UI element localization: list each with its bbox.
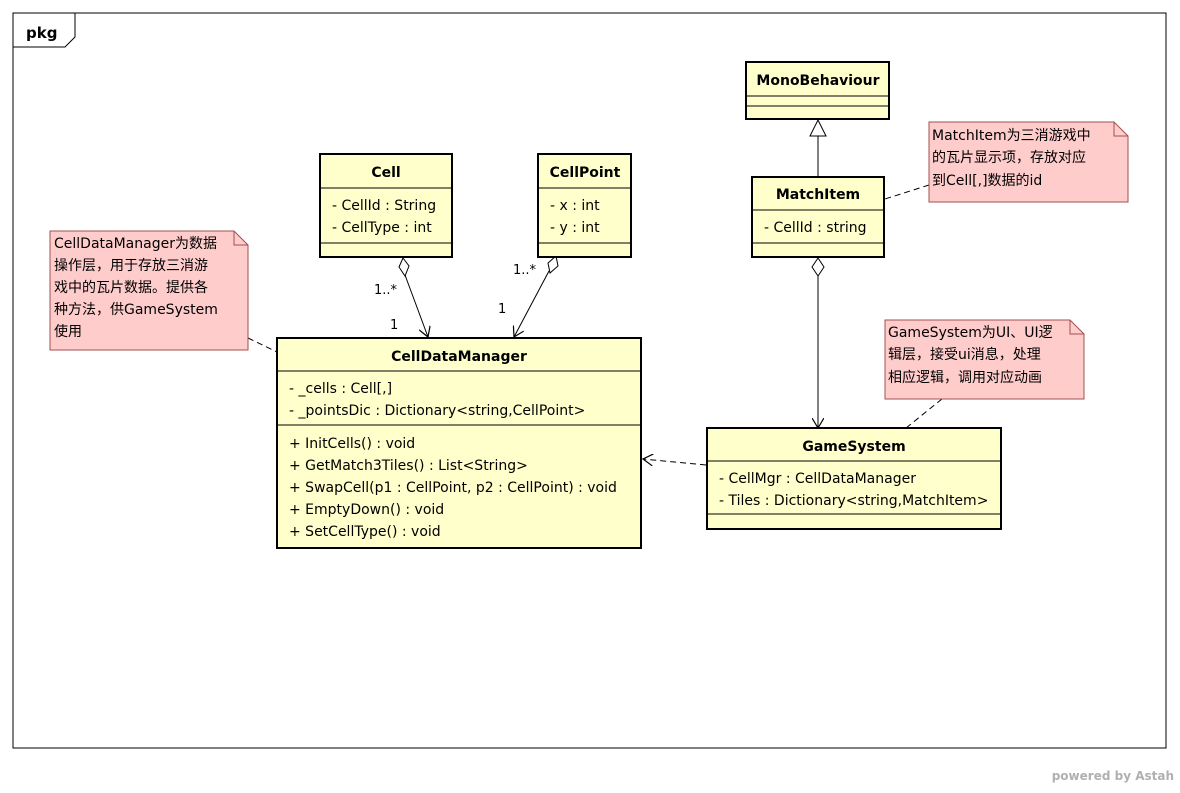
aggregation-diamond [811, 257, 825, 277]
matchitem-aggregation [811, 257, 825, 428]
class-name: CellDataManager [391, 349, 527, 365]
multiplicity-cell-one: 1 [390, 318, 398, 333]
multiplicities: 1..* 1 1..* 1 [374, 263, 537, 333]
note-line: CellDataManager为数据 [54, 236, 217, 252]
note-line: 种方法，供GameSystem [54, 302, 218, 318]
class-operation: + EmptyDown() : void [289, 502, 444, 518]
note-anchor-gamesystem [905, 398, 943, 429]
class-attribute: - CellId : String [332, 198, 436, 214]
class-name: Cell [371, 165, 400, 181]
aggregation-diamond [547, 255, 559, 274]
note-line: MatchItem为三消游戏中 [932, 128, 1091, 144]
class-name: MatchItem [776, 187, 860, 203]
note-anchor-matchitem [884, 184, 930, 200]
note-line: 戏中的瓦片数据。提供各 [54, 280, 208, 296]
aggregation-diamond [398, 257, 410, 278]
class-attribute: - CellId : string [764, 220, 867, 236]
class-attribute: - y : int [550, 220, 600, 236]
note-celldatamanager[interactable]: CellDataManager为数据 操作层，用于存放三消游 戏中的瓦片数据。提… [49, 230, 249, 351]
class-operation: + SetCellType() : void [289, 524, 441, 540]
class-gamesystem[interactable]: GameSystem - CellMgr : CellDataManager -… [706, 427, 1002, 530]
class-monobehaviour[interactable]: MonoBehaviour [745, 61, 890, 120]
cell-aggregation [398, 257, 428, 337]
note-line: 辑层，接受ui消息，处理 [888, 346, 1041, 363]
class-celldatamanager[interactable]: CellDataManager - _cells : Cell[,] - _po… [276, 337, 642, 549]
multiplicity-cellpoint-one: 1 [498, 302, 506, 317]
class-operation: + GetMatch3Tiles() : List<String> [289, 458, 528, 474]
note-line: 相应逻辑，调用对应动画 [888, 369, 1042, 386]
class-operation: + InitCells() : void [289, 436, 415, 452]
class-name: CellPoint [550, 165, 621, 181]
note-anchor-celldatamanager [247, 337, 278, 353]
class-attribute: - CellMgr : CellDataManager [719, 471, 916, 487]
class-operation: + SwapCell(p1 : CellPoint, p2 : CellPoin… [289, 480, 617, 496]
note-line: 到Cell[,]数据的id [932, 173, 1042, 189]
note-line: 操作层，用于存放三消游 [54, 258, 208, 274]
package-label: pkg [26, 24, 57, 42]
class-attribute: - Tiles : Dictionary<string,MatchItem> [719, 493, 988, 509]
note-matchitem[interactable]: MatchItem为三消游戏中 的瓦片显示项，存放对应 到Cell[,]数据的i… [928, 121, 1129, 203]
powered-by-label: powered by Astah [1052, 769, 1174, 783]
note-gamesystem[interactable]: GameSystem为UI、UI逻 辑层，接受ui消息，处理 相应逻辑，调用对应… [884, 319, 1085, 400]
class-cell[interactable]: Cell - CellId : String - CellType : int [319, 153, 453, 258]
note-line: 的瓦片显示项，存放对应 [932, 149, 1086, 166]
class-cellpoint[interactable]: CellPoint - x : int - y : int [537, 153, 632, 258]
generalization [809, 118, 827, 176]
generalization-triangle [809, 118, 827, 137]
note-line: GameSystem为UI、UI逻 [888, 325, 1053, 341]
note-line: 使用 [54, 323, 82, 340]
multiplicity-cellpoint-many: 1..* [513, 263, 537, 278]
class-attribute: - _cells : Cell[,] [289, 381, 392, 397]
class-name: GameSystem [802, 439, 905, 455]
class-name: MonoBehaviour [756, 73, 879, 89]
connectors [247, 118, 943, 465]
cellpoint-aggregation [514, 255, 559, 337]
class-attribute: - CellType : int [332, 220, 432, 236]
class-attribute: - _pointsDic : Dictionary<string,CellPoi… [289, 403, 585, 419]
multiplicity-cell-many: 1..* [374, 283, 398, 298]
dependency [643, 459, 707, 465]
class-matchitem[interactable]: MatchItem - CellId : string [751, 176, 885, 258]
class-attribute: - x : int [550, 198, 600, 214]
